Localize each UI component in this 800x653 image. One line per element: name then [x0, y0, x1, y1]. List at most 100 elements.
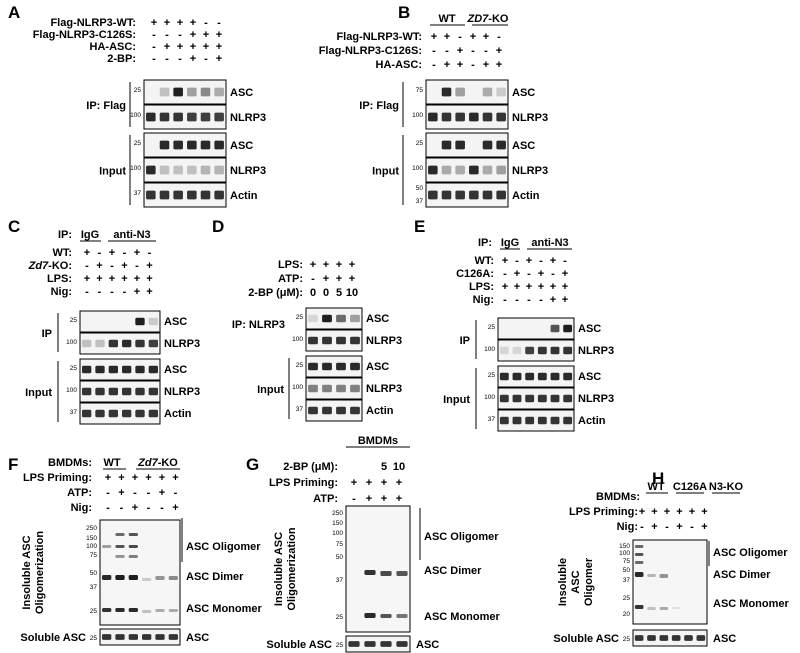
mw-marker: 25: [90, 608, 98, 615]
treatment-label: Zd7-KO:: [28, 260, 72, 272]
treatment-sign: -: [432, 59, 436, 71]
treatment-sign: +: [483, 31, 489, 43]
protein-label: ASC: [164, 364, 187, 376]
asc-band: [322, 362, 332, 371]
treatment-sign: +: [159, 472, 165, 484]
treatment-sign: -: [106, 502, 110, 514]
treatment-sign: +: [676, 521, 682, 533]
treatment-sign: -: [152, 29, 156, 41]
treatment-sign: 10: [393, 461, 405, 473]
soluble-asc-band: [396, 641, 408, 647]
asc-band: [647, 574, 656, 577]
soluble-label: Soluble ASC: [553, 633, 619, 645]
treatment-sign: -: [515, 294, 519, 306]
protein-label: ASC: [230, 140, 253, 152]
header-label: BMDMs: [358, 435, 398, 447]
treatment-sign: +: [651, 506, 657, 518]
treatment-sign: +: [496, 59, 502, 71]
nlrp3-band: [148, 339, 158, 348]
treatment-sign: -: [178, 29, 182, 41]
asc-blot: [305, 355, 363, 378]
nlrp3-band: [455, 112, 465, 122]
treatment-label: LPS:: [469, 281, 494, 293]
actin-band: [550, 416, 560, 425]
nlrp3-band: [95, 339, 105, 348]
nlrp3-band: [308, 336, 318, 345]
group-label: IP: Flag: [86, 100, 126, 112]
treatment-value: +: [323, 273, 329, 285]
panel-letter-G: G: [246, 455, 259, 474]
actin-blot: [497, 409, 575, 432]
asc-band: [308, 314, 318, 323]
treatment-sign: 5: [381, 461, 387, 473]
treatment-value: +: [349, 259, 355, 271]
nlrp3-band: [159, 165, 170, 175]
treatment-sign: +: [351, 477, 357, 489]
treatment-sign: +: [151, 17, 157, 29]
header-label: WT: [103, 457, 120, 469]
nlrp3-blot: [143, 104, 227, 130]
actin-blot: [143, 182, 227, 208]
treatment-sign: -: [665, 521, 669, 533]
treatment-label: LPS Priming:: [569, 506, 638, 518]
mw-marker: 100: [412, 165, 423, 172]
treatment-sign: +: [457, 59, 463, 71]
mw-marker: 37: [90, 584, 98, 591]
mw-marker: 100: [130, 165, 141, 172]
treatment-sign: +: [676, 506, 682, 518]
mw-marker: 150: [86, 535, 97, 542]
nlrp3-band: [350, 336, 360, 345]
treatment-sign: +: [457, 45, 463, 57]
soluble-asc-band: [128, 634, 138, 640]
treatment-sign: +: [366, 477, 372, 489]
nlrp3-band: [108, 387, 118, 396]
asc-band: [122, 365, 132, 374]
treatment-sign: -: [106, 487, 110, 499]
mw-marker: 50: [623, 567, 631, 574]
treatment-sign: -: [98, 286, 102, 298]
nlrp3-band: [82, 339, 92, 348]
nlrp3-band: [499, 346, 509, 355]
mw-marker: 100: [332, 530, 343, 537]
mw-marker: 150: [619, 543, 630, 550]
treatment-sign: +: [109, 247, 115, 259]
treatment-sign: +: [164, 17, 170, 29]
nlrp3-band: [173, 165, 183, 175]
actin-band: [482, 190, 493, 200]
asc-band: [200, 140, 211, 150]
nlrp3-band: [537, 346, 547, 355]
side-label: Insoluble ASC: [273, 532, 285, 606]
asc-band: [128, 533, 138, 536]
mw-marker: 50: [336, 554, 344, 561]
treatment-sign: +: [134, 286, 140, 298]
treatment-sign: +: [121, 273, 127, 285]
nlrp3-band: [550, 346, 560, 355]
asc-band: [350, 314, 360, 323]
treatment-sign: -: [352, 493, 356, 505]
actin-band: [187, 190, 197, 200]
treatment-value: -: [311, 273, 315, 285]
treatment-sign: +: [562, 268, 568, 280]
mw-marker: 100: [619, 550, 630, 557]
treatment-value: 0: [323, 287, 329, 299]
asc-band: [634, 572, 644, 577]
asc-band: [396, 614, 408, 618]
actin-band: [428, 190, 438, 200]
actin-band: [95, 409, 105, 418]
nlrp3-band: [214, 165, 224, 175]
treatment-sign: +: [381, 477, 387, 489]
treatment-sign: +: [514, 281, 520, 293]
treatment-sign: +: [366, 493, 372, 505]
treatment-sign: -: [133, 487, 137, 499]
ip-header: IP:: [478, 237, 492, 249]
group-label: Input: [257, 384, 284, 396]
asc-band: [455, 140, 465, 150]
header-label: N3-KO: [709, 481, 744, 493]
nlrp3-band: [512, 346, 522, 355]
nlrp3-band: [428, 112, 438, 122]
asc-band: [108, 365, 118, 374]
treatment-sign: -: [120, 502, 124, 514]
asc-band: [135, 365, 145, 374]
treatment-sign: +: [146, 286, 152, 298]
treatment-sign: -: [432, 45, 436, 57]
